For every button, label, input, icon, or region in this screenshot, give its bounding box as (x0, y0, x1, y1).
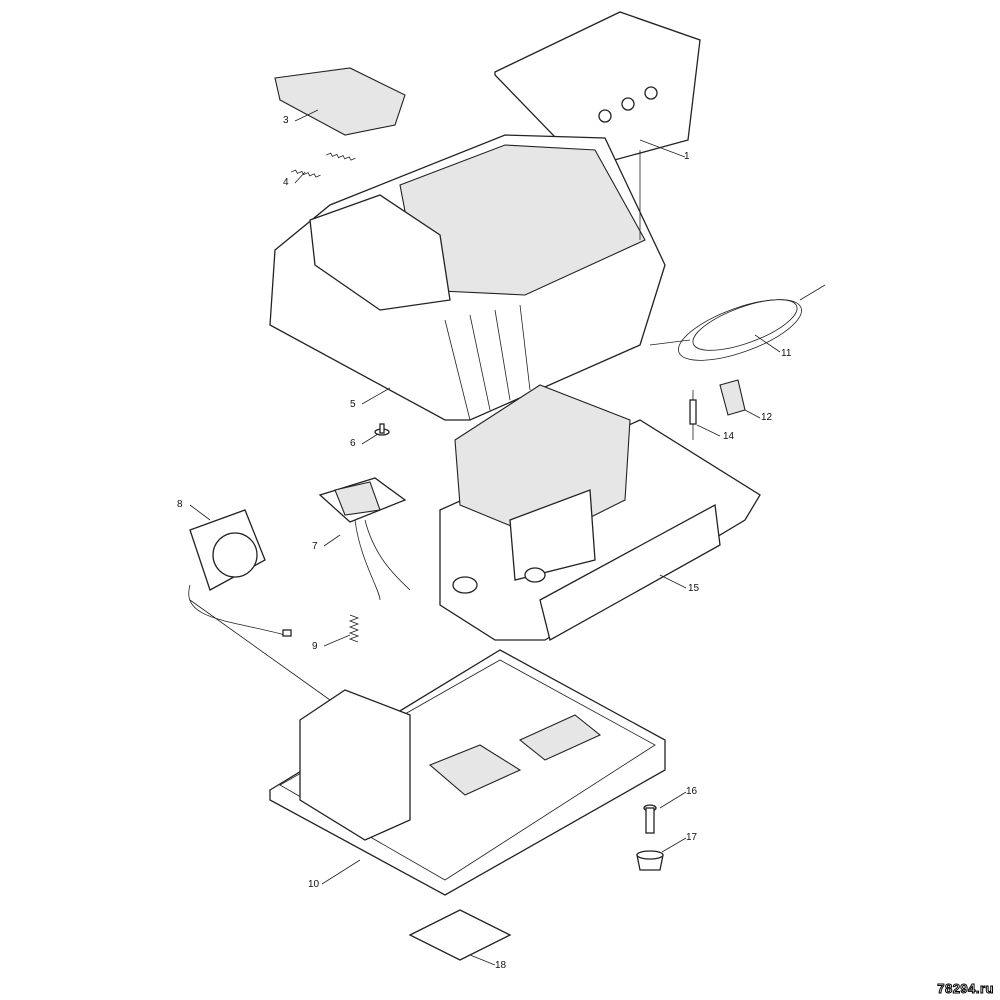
label-part-1: 1 (684, 151, 690, 162)
part-7-terminal-assembly (318, 477, 411, 601)
part-11-cord (649, 284, 826, 361)
label-part-14: 14 (723, 431, 735, 442)
label-part-6: 6 (350, 438, 356, 449)
label-part-15: 15 (688, 583, 700, 594)
label-part-5: 5 (350, 399, 356, 410)
part-15-circuit-board (439, 384, 761, 641)
label-part-16: 16 (686, 786, 698, 797)
part-14-fuse (689, 390, 697, 440)
leader-lines (189, 109, 781, 966)
label-part-3: 3 (283, 115, 289, 126)
label-part-9: 9 (312, 641, 318, 652)
part-8-fan (188, 509, 292, 637)
label-part-12: 12 (761, 412, 773, 423)
part-12-fuse-holder (719, 379, 746, 416)
label-part-7: 7 (312, 541, 318, 552)
part-6-screw (374, 423, 390, 436)
label-part-8: 8 (177, 499, 183, 510)
part-9-spring (348, 614, 360, 643)
part-1-label-sheet (494, 11, 701, 169)
watermark: 78294.ru (937, 981, 994, 997)
part-17-rubber-foot (636, 850, 664, 871)
part-16-tapping-screw (643, 804, 657, 834)
part-3-button-cover (274, 67, 406, 136)
label-part-10: 10 (308, 879, 320, 890)
label-part-11: 11 (781, 348, 792, 359)
part-10-housing-bottom (269, 649, 666, 896)
label-part-17: 17 (686, 832, 698, 843)
part-4-springs (290, 152, 356, 178)
label-part-18: 18 (495, 960, 507, 971)
part-18-label (408, 909, 512, 961)
part-5-housing-top (269, 134, 666, 421)
label-part-4: 4 (283, 177, 289, 188)
